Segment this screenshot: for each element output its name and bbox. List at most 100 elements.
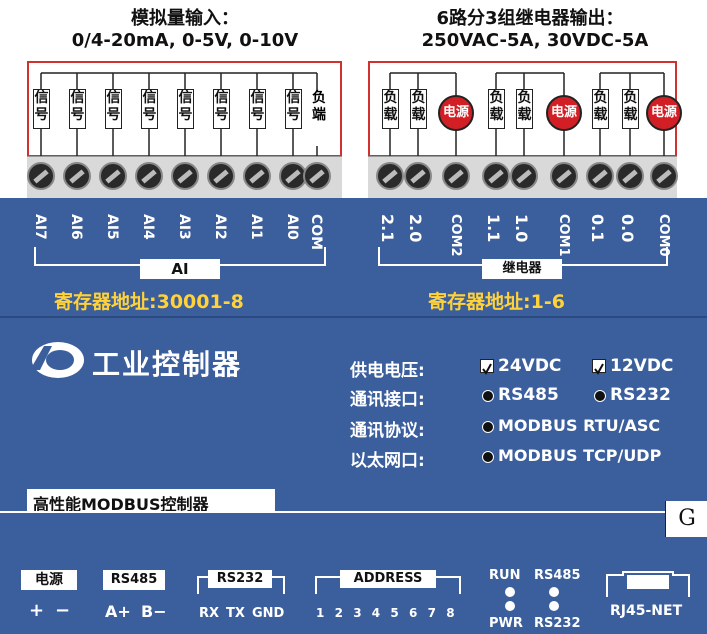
comm-option-rs232: RS232: [610, 385, 671, 405]
rs232-port-title: RS232: [208, 570, 272, 588]
relay-load-box: 负载: [592, 89, 609, 129]
relay-terminal-label: 0.1: [588, 214, 607, 243]
power-24v-checkbox: [480, 359, 494, 375]
load-char-2: 载: [517, 107, 532, 123]
signal-char-1: 信: [34, 90, 49, 106]
analog-terminal-label: AI3: [176, 214, 192, 240]
relay-output-title: 6路分3组继电器输出：: [436, 8, 624, 29]
address-pin-label: 6: [409, 606, 418, 620]
terminal-screw-icon: [171, 162, 199, 190]
relay-load-box: 负载: [410, 89, 427, 129]
comm-option-rs485: RS485: [498, 385, 559, 405]
rs485-led-icon: [549, 587, 559, 597]
load-char-2: 载: [593, 107, 608, 123]
ai-group-label: AI: [140, 259, 220, 279]
signal-char-2: 号: [214, 107, 229, 123]
terminal-screw-icon: [303, 162, 331, 190]
signal-char-1: 信: [286, 90, 301, 106]
signal-char-2: 号: [286, 107, 301, 123]
analog-signal-box: 信号: [285, 89, 302, 129]
signal-char-2: 号: [106, 107, 121, 123]
load-char-1: 负: [489, 90, 504, 106]
analog-terminal-label: AI1: [248, 214, 264, 240]
signal-char-2: 号: [142, 107, 157, 123]
load-char-2: 载: [623, 107, 638, 123]
load-char-1: 负: [623, 90, 638, 106]
ai-register-address: 寄存器地址:30001-8: [54, 291, 244, 313]
rs485-a-label: A+: [105, 602, 131, 621]
brand-name: 工业控制器: [92, 348, 243, 381]
signal-char-2: 号: [70, 107, 85, 123]
power-option-12v: 12VDC: [610, 356, 674, 376]
ethernet-value: MODBUS TCP/UDP: [498, 446, 662, 465]
analog-load-label: 负 端: [309, 90, 329, 124]
spec-comm-label: 通讯接口:: [350, 390, 425, 410]
relay-terminal-label: 0.0: [618, 214, 637, 243]
spec-power-label: 供电电压:: [350, 361, 425, 381]
terminal-screw-icon: [510, 162, 538, 190]
load-char-1: 负: [411, 90, 426, 106]
rs232-pin-label: GND: [252, 606, 285, 621]
spec-ethernet-label: 以太网口:: [350, 451, 425, 471]
terminal-screw-icon: [404, 162, 432, 190]
relay-load-box: 负载: [622, 89, 639, 129]
address-pin-label: 2: [334, 606, 343, 620]
address-title: ADDRESS: [340, 570, 436, 588]
analog-signal-box: 信号: [105, 89, 122, 129]
signal-char-2: 号: [250, 107, 265, 123]
led-rs485-label: RS485: [534, 568, 581, 583]
power-12v-checkbox: [592, 359, 606, 375]
terminal-screw-icon: [376, 162, 404, 190]
ethernet-dot-icon: [482, 451, 494, 463]
terminal-screw-icon: [550, 162, 578, 190]
relay-load-box: 负载: [516, 89, 533, 129]
rs232-led-icon: [549, 601, 559, 611]
analog-terminal-label: AI2: [212, 214, 228, 240]
rs485-port-title: RS485: [103, 570, 165, 590]
panel-divider: [0, 316, 707, 318]
load-char-2: 载: [411, 107, 426, 123]
power-option-24v: 24VDC: [498, 356, 562, 376]
relay-register-address: 寄存器地址:1-6: [428, 291, 565, 313]
controller-panel: [0, 198, 707, 634]
relay-load-box: 负载: [382, 89, 399, 129]
analog-terminal-label: AI6: [68, 214, 84, 240]
analog-signal-box: 信号: [213, 89, 230, 129]
signal-char-2: 号: [178, 107, 193, 123]
led-pwr-label: PWR: [489, 616, 523, 631]
analog-input-range: 0/4-20mA, 0-5V, 0-10V: [71, 30, 299, 51]
terminal-screw-icon: [207, 162, 235, 190]
signal-char-1: 信: [70, 90, 85, 106]
relay-power-label: 电源: [646, 95, 682, 131]
product-banner: [27, 489, 275, 513]
pwr-led-icon: [505, 601, 515, 611]
relay-output-rating: 250VAC-5A, 30VDC-5A: [421, 30, 649, 51]
rj45-label: RJ45-NET: [610, 603, 683, 619]
signal-char-1: 信: [142, 90, 157, 106]
address-pin-label: 4: [371, 606, 381, 620]
signal-char-1: 信: [106, 90, 121, 106]
rj45-port-icon: [606, 571, 690, 597]
address-pin-label: 5: [390, 606, 399, 620]
analog-signal-box: 信号: [141, 89, 158, 129]
analog-input-title: 模拟量输入：: [131, 8, 239, 29]
signal-char-1: 信: [178, 90, 193, 106]
terminal-screw-icon: [442, 162, 470, 190]
relay-terminal-label: 2.1: [378, 214, 397, 243]
analog-signal-box: 信号: [69, 89, 86, 129]
protocol-value: MODBUS RTU/ASC: [498, 416, 661, 435]
rs232-pin-label: TX: [226, 606, 245, 621]
led-rs232-label: RS232: [534, 616, 581, 631]
power-port-title: 电源: [21, 570, 77, 590]
power-plus-label: +: [29, 600, 45, 621]
rs232-pin-label: RX: [199, 606, 220, 621]
load-char-1: 负: [383, 90, 398, 106]
product-banner-text: 高性能MODBUS控制器: [33, 495, 209, 514]
relay-power-label: 电源: [438, 95, 474, 131]
run-led-icon: [505, 587, 515, 597]
analog-signal-box: 信号: [33, 89, 50, 129]
brand-logo-icon: [30, 342, 84, 378]
spec-protocol-label: 通讯协议:: [350, 421, 425, 441]
relay-terminal-label: 1.1: [484, 214, 503, 243]
comm-rs232-dot-icon: [594, 390, 606, 402]
